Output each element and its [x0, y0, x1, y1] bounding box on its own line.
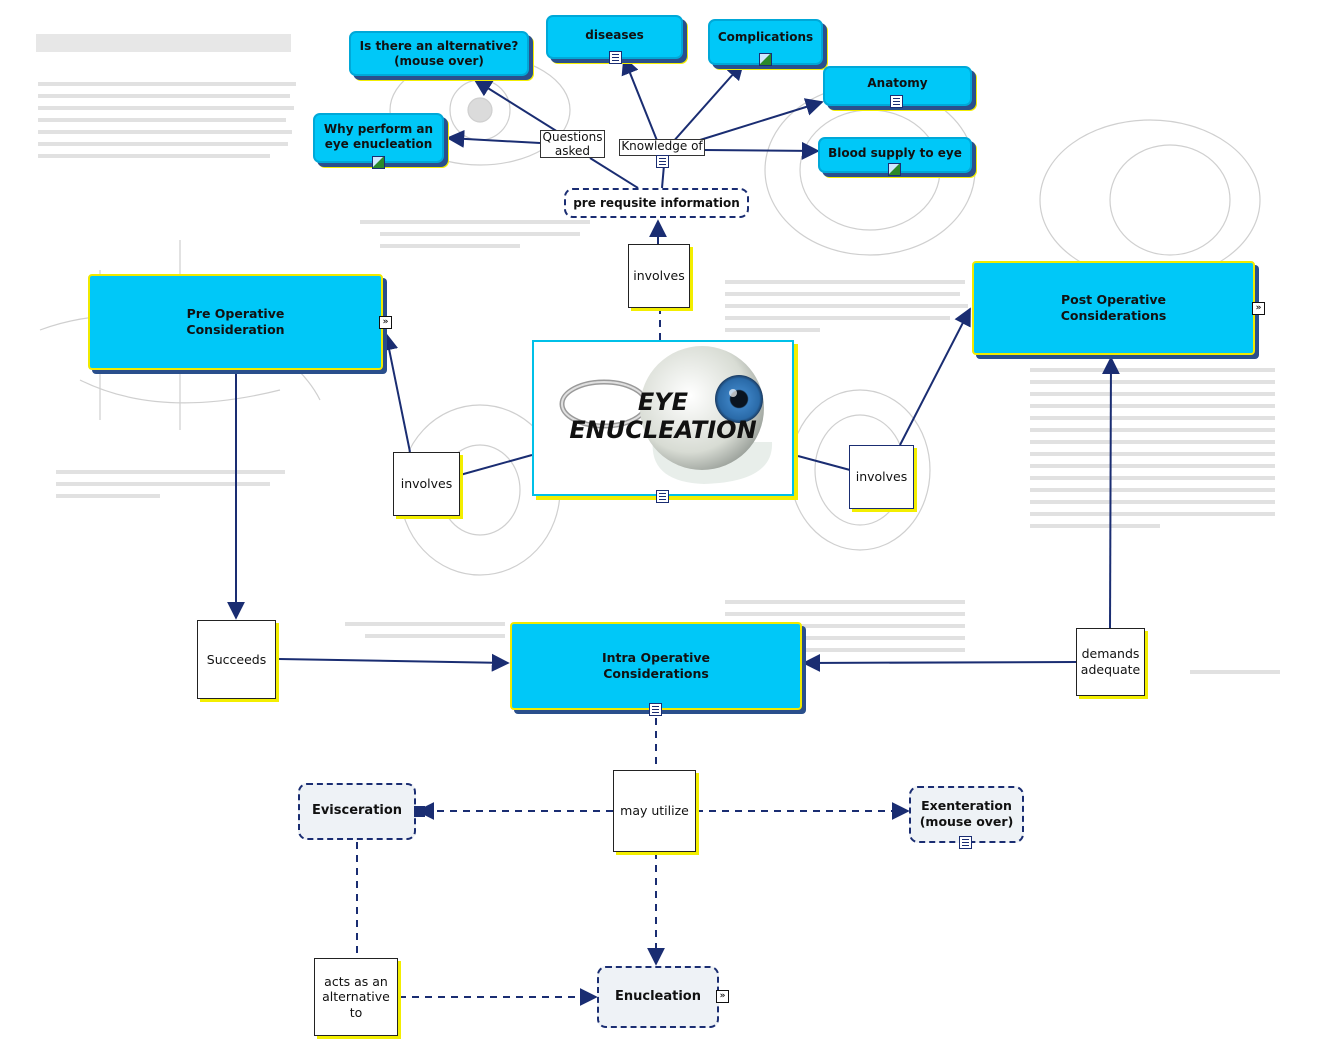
concept-alternative[interactable]: Is there an alternative? (mouse over) — [349, 31, 529, 76]
link-involves-right[interactable]: involves — [849, 445, 914, 509]
concept-enucleation-label: Enucleation — [615, 988, 701, 1004]
concept-diseases-label: diseases — [585, 28, 644, 42]
link-knowledge-of-label: Knowledge of — [621, 139, 703, 153]
concept-why-perform[interactable]: Why perform an eye enucleation — [313, 113, 444, 163]
link-acts-as-alternative[interactable]: acts as an alternative to — [314, 958, 398, 1036]
central-title-line2: ENUCLEATION — [569, 415, 757, 444]
link-succeeds-label: Succeeds — [206, 651, 267, 667]
expand-icon[interactable]: » — [379, 316, 392, 329]
link-knowledge-of[interactable]: Knowledge of — [619, 139, 705, 156]
central-concept-eye-enucleation[interactable]: EYE ENUCLEATION — [532, 340, 794, 496]
link-may-utilize-label: may utilize — [620, 803, 689, 819]
central-concept-title: EYE ENUCLEATION — [534, 388, 792, 444]
link-demands-adequate[interactable]: demands adequate — [1076, 628, 1145, 696]
expand-icon[interactable]: » — [716, 990, 729, 1003]
link-involves-left[interactable]: involves — [393, 452, 460, 516]
concept-complications-label: Complications — [717, 30, 814, 44]
document-icon[interactable] — [649, 703, 662, 716]
concept-pre-operative-label: Pre Operative Consideration — [186, 306, 285, 337]
concept-enucleation[interactable]: Enucleation — [597, 966, 719, 1028]
concept-evisceration[interactable]: Evisceration — [298, 783, 416, 840]
link-questions-asked-label: Questions asked — [542, 130, 603, 158]
concept-exenteration[interactable]: Exenteration (mouse over) — [909, 786, 1024, 843]
concept-post-operative-label: Post Operative Considerations — [1060, 292, 1167, 323]
concept-exenteration-label: Exenteration (mouse over) — [919, 798, 1014, 829]
concept-prerequisite-info-label: pre requsite information — [573, 195, 740, 210]
document-icon[interactable] — [890, 95, 903, 108]
linked-resource-icon[interactable] — [414, 806, 425, 817]
eye-keychain-image — [559, 346, 773, 484]
concept-intra-operative[interactable]: Intra Operative Considerations — [510, 622, 802, 710]
document-icon[interactable] — [959, 836, 972, 849]
link-demands-adequate-label: demands adequate — [1080, 646, 1141, 677]
concept-pre-operative[interactable]: Pre Operative Consideration — [88, 274, 383, 370]
concept-alternative-label: Is there an alternative? (mouse over) — [359, 38, 519, 68]
link-acts-as-alternative-label: acts as an alternative to — [322, 973, 390, 1020]
document-icon[interactable] — [656, 155, 669, 168]
concept-prerequisite-info[interactable]: pre requsite information — [564, 188, 749, 218]
expand-icon[interactable]: » — [1252, 302, 1265, 315]
link-may-utilize[interactable]: may utilize — [613, 770, 696, 852]
concept-blood-supply-label: Blood supply to eye — [828, 146, 962, 160]
image-icon[interactable] — [888, 163, 901, 176]
concept-intra-operative-label: Intra Operative Considerations — [601, 650, 710, 681]
link-involves-top[interactable]: involves — [628, 244, 690, 308]
link-involves-top-label: involves — [633, 268, 685, 284]
document-icon[interactable] — [656, 490, 669, 503]
link-involves-right-label: involves — [855, 469, 908, 485]
concept-post-operative[interactable]: Post Operative Considerations — [972, 261, 1255, 355]
central-title-line1: EYE — [637, 388, 689, 416]
concept-anatomy-label: Anatomy — [867, 76, 928, 90]
concept-evisceration-label: Evisceration — [311, 803, 403, 819]
document-icon[interactable] — [609, 51, 622, 64]
link-questions-asked[interactable]: Questions asked — [540, 130, 605, 158]
link-succeeds[interactable]: Succeeds — [197, 620, 276, 699]
concept-why-perform-label: Why perform an eye enucleation — [323, 122, 434, 151]
image-icon[interactable] — [759, 53, 772, 66]
link-involves-left-label: involves — [400, 476, 453, 492]
image-icon[interactable] — [372, 156, 385, 169]
